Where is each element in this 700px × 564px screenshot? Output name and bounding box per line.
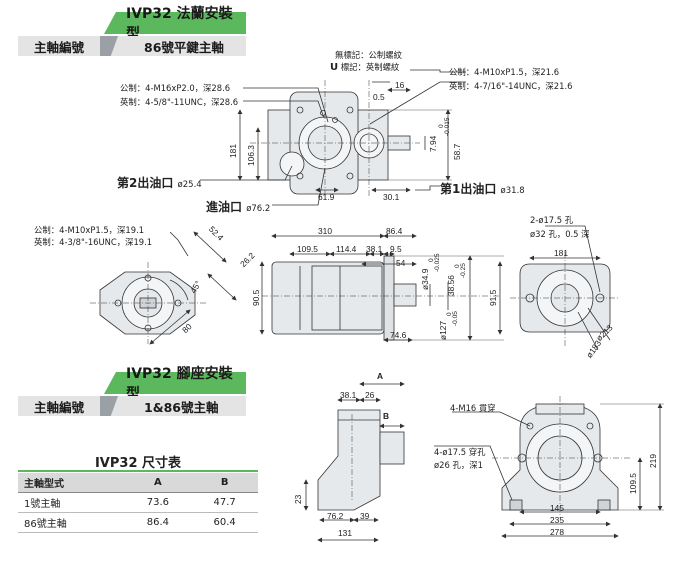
table-row: 86號主軸 86.4 60.4: [18, 512, 258, 533]
thread-legend-imperial: U 標記：英制螺紋: [330, 61, 399, 73]
dim-foot-23: 23: [293, 494, 303, 504]
table-cell: 1號主軸: [18, 492, 125, 513]
dim-38-1: 38.1: [366, 244, 383, 254]
foot-holes-note: 4-ø17.5 穿孔: [434, 447, 486, 457]
table-header-cell: A: [124, 473, 192, 493]
dim-114-4: 114.4: [336, 244, 357, 254]
section2-shaft-bar: 主軸編號 1&86號主軸: [18, 396, 246, 416]
dim-181-side: 181: [554, 248, 568, 258]
dim-54: 54: [396, 258, 406, 268]
label-b: B: [383, 411, 390, 421]
inlet-name: 進油口: [206, 200, 243, 214]
dim-foot-38-1: 38.1: [340, 390, 357, 400]
top-imperial-bolt: 英制：4-5/8"-11UNC，深28.6: [120, 97, 239, 107]
imperial-thread-text: 英制螺紋: [365, 62, 400, 72]
section1-shaft-value: 86號平鍵主軸: [144, 39, 224, 55]
foot-cbore-note: ø26 孔，深1: [434, 460, 483, 470]
dim-foot-76-2: 76.2: [327, 511, 344, 521]
side-elevation-view: [262, 255, 500, 341]
dim-30-1: 30.1: [383, 192, 400, 202]
table-cell: 47.7: [191, 492, 258, 513]
outlet-1-name: 第1出油口: [440, 182, 497, 196]
table-header-cell: 主軸型式: [18, 473, 125, 493]
foot-side-view: [317, 409, 405, 511]
dim-86-4: 86.4: [386, 226, 403, 236]
table-cell: 60.4: [191, 512, 258, 533]
table-header-cell: B: [191, 473, 258, 493]
section1-shaft-label: 主軸編號: [34, 39, 85, 55]
dimension-table: 主軸型式 A B 1號主軸 73.6 47.7 86號主軸 86.4 60.4: [18, 473, 258, 533]
dim-foot-235: 235: [550, 515, 564, 525]
table-title: IVP32 尺寸表: [94, 456, 182, 471]
table-title-underline: [18, 470, 258, 472]
u-suffix: 標記：: [340, 62, 366, 72]
table-row: 1號主軸 73.6 47.7: [18, 492, 258, 513]
table-cell: 86.4: [124, 512, 192, 533]
top-metric-port: 公制：4-M10xP1.5，深21.6: [449, 67, 560, 77]
dim-7-94-tol-dn: -0.015: [444, 117, 451, 136]
section2-title-banner: IVP32 腳座安裝型: [104, 366, 246, 402]
outlet-2-dia: ø25.4: [177, 180, 202, 190]
dim-foot-131: 131: [338, 528, 352, 538]
inlet-dia: ø76.2: [246, 204, 271, 214]
dim-127-tol-dn: -0.05: [452, 311, 459, 326]
top-imperial-port: 英制：4-7/16"-14UNC，深21.6: [449, 81, 573, 91]
dim-foot-39: 39: [360, 511, 370, 521]
dim-34-9: ø34.9: [420, 268, 430, 290]
dim-74-6: 74.6: [390, 330, 407, 340]
dim-foot-145: 145: [550, 503, 564, 513]
dim-58-7: 58.7: [452, 143, 462, 160]
dim-106-3: 106.3: [246, 145, 256, 166]
label-a: A: [377, 371, 384, 381]
inlet-label: 進油口 ø76.2: [206, 198, 270, 215]
dim-90-5: 90.5: [251, 289, 261, 306]
dim-61-9: 61.9: [318, 192, 335, 202]
dim-0-5: 0.5: [373, 92, 385, 102]
dim-9-5: 9.5: [390, 244, 402, 254]
section2-shaft-label: 主軸編號: [34, 399, 85, 415]
foot-thru-note: 4-M16 貫穿: [450, 403, 496, 413]
table-cell: 86號主軸: [18, 512, 125, 533]
thread-legend-metric: 無標記：公制螺紋: [335, 50, 402, 60]
dim-310: 310: [318, 226, 332, 236]
dim-109-5: 109.5: [297, 244, 318, 254]
dim-foot-26: 26: [365, 390, 375, 400]
outlet-1-label: 第1出油口 ø31.8: [440, 180, 525, 197]
dim-16: 16: [395, 80, 405, 90]
dim-7-94: 7.94: [428, 135, 438, 152]
dim-foot-219: 219: [648, 454, 658, 468]
outlet-2-name: 第2出油口: [117, 176, 174, 190]
dim-38-56-tol-dn: -0.25: [460, 263, 467, 278]
outlet-2-label: 第2出油口 ø25.4: [117, 174, 202, 191]
dim-foot-278: 278: [550, 527, 564, 537]
flange-holes-note: 2-ø17.5 孔: [530, 215, 574, 225]
dim-181: 181: [228, 144, 238, 158]
dim-foot-109-5: 109.5: [628, 473, 638, 494]
table-cell: 73.6: [124, 492, 192, 513]
section1-shaft-bar: 主軸編號 86號平鍵主軸: [18, 36, 246, 56]
table-header-row: 主軸型式 A B: [18, 473, 258, 493]
flange-face-view: [510, 252, 620, 346]
outlet-1-dia: ø31.8: [500, 186, 525, 196]
flange-cbore-note: ø32 孔，0.5 深: [530, 229, 590, 239]
dim-91-5: 91.5: [488, 289, 498, 306]
dim-127: ø127: [438, 320, 448, 340]
top-metric-bolt: 公制：4-M16xP2.0，深28.6: [120, 83, 231, 93]
foot-front-view: [492, 396, 630, 518]
side-metric-port: 公制：4-M10xP1.5，深19.1: [34, 225, 145, 235]
dim-38-56: 38.56: [446, 275, 456, 296]
dim-34-9-tol-dn: -0.025: [434, 253, 441, 272]
section2-shaft-value: 1&86號主軸: [144, 399, 219, 415]
side-imperial-port: 英制：4-3/8"-16UNC，深19.1: [34, 237, 153, 247]
u-mark: U: [330, 62, 339, 73]
